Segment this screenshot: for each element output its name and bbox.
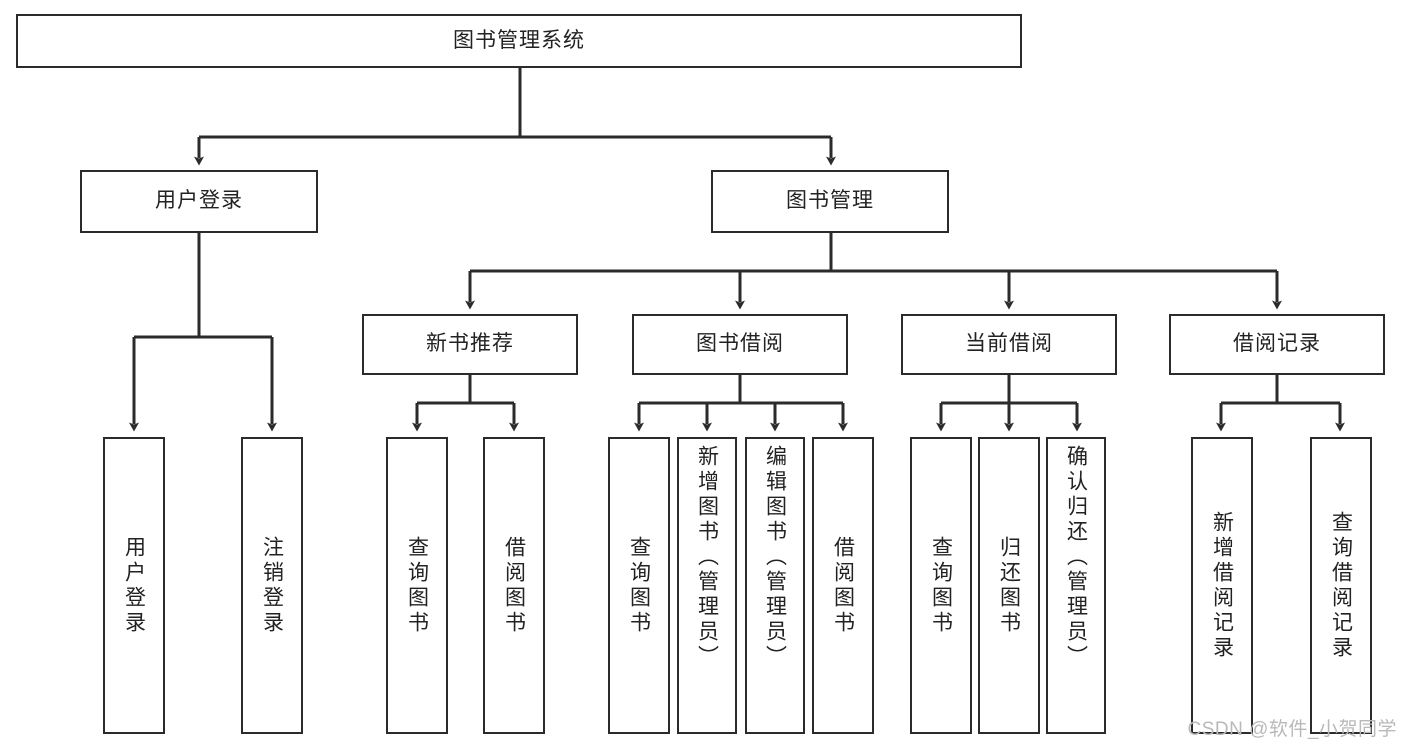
node-root[interactable]: 图书管理系统 [16, 14, 1022, 68]
node-leaf-borrow-query-book[interactable]: 查询图书 [608, 437, 670, 734]
node-new-book-rec[interactable]: 新书推荐 [362, 314, 578, 375]
node-leaf-rec-add-record[interactable]: 新增借阅记录 [1191, 437, 1253, 734]
node-book-manage-label: 图书管理 [786, 189, 874, 213]
node-leaf-rec-borrow-book[interactable]: 借阅图书 [483, 437, 545, 734]
node-leaf-cur-query-book-label: 查询图书 [929, 535, 953, 636]
node-new-book-rec-label: 新书推荐 [426, 332, 514, 356]
node-leaf-user-logout[interactable]: 注销登录 [241, 437, 303, 734]
node-root-label: 图书管理系统 [453, 28, 585, 52]
node-borrow-record[interactable]: 借阅记录 [1169, 314, 1385, 375]
node-leaf-cur-confirm-return-label: 确认归还（管理员） [1064, 445, 1088, 670]
node-leaf-borrow-borrow-book-label: 借阅图书 [831, 535, 855, 636]
node-user-login-label: 用户登录 [155, 189, 243, 213]
node-leaf-cur-query-book[interactable]: 查询图书 [910, 437, 972, 734]
node-leaf-rec-query-record-label: 查询借阅记录 [1329, 510, 1353, 661]
node-user-login[interactable]: 用户登录 [80, 170, 318, 233]
node-book-borrow[interactable]: 图书借阅 [632, 314, 848, 375]
node-leaf-borrow-query-book-label: 查询图书 [627, 535, 651, 636]
node-leaf-borrow-edit-book[interactable]: 编辑图书（管理员） [745, 437, 805, 734]
node-current-borrow[interactable]: 当前借阅 [901, 314, 1117, 375]
node-leaf-rec-query-book-label: 查询图书 [405, 535, 429, 636]
node-leaf-cur-return-book-label: 归还图书 [997, 535, 1021, 636]
node-leaf-rec-query-book[interactable]: 查询图书 [386, 437, 448, 734]
node-book-borrow-label: 图书借阅 [696, 332, 784, 356]
node-leaf-borrow-borrow-book[interactable]: 借阅图书 [812, 437, 874, 734]
node-leaf-borrow-add-book-label: 新增图书（管理员） [695, 445, 719, 670]
csdn-watermark: CSDN @软件_小贺同学 [1187, 719, 1397, 740]
node-leaf-borrow-add-book[interactable]: 新增图书（管理员） [677, 437, 737, 734]
node-leaf-rec-add-record-label: 新增借阅记录 [1210, 510, 1234, 661]
node-leaf-user-logout-label: 注销登录 [260, 535, 284, 636]
node-current-borrow-label: 当前借阅 [965, 332, 1053, 356]
node-leaf-rec-query-record[interactable]: 查询借阅记录 [1310, 437, 1372, 734]
node-leaf-cur-confirm-return[interactable]: 确认归还（管理员） [1046, 437, 1106, 734]
node-leaf-user-login[interactable]: 用户登录 [103, 437, 165, 734]
node-leaf-cur-return-book[interactable]: 归还图书 [978, 437, 1040, 734]
node-leaf-user-login-label: 用户登录 [122, 535, 146, 636]
node-leaf-borrow-edit-book-label: 编辑图书（管理员） [763, 445, 787, 670]
node-leaf-rec-borrow-book-label: 借阅图书 [502, 535, 526, 636]
node-borrow-record-label: 借阅记录 [1233, 332, 1321, 356]
node-book-manage[interactable]: 图书管理 [711, 170, 949, 233]
